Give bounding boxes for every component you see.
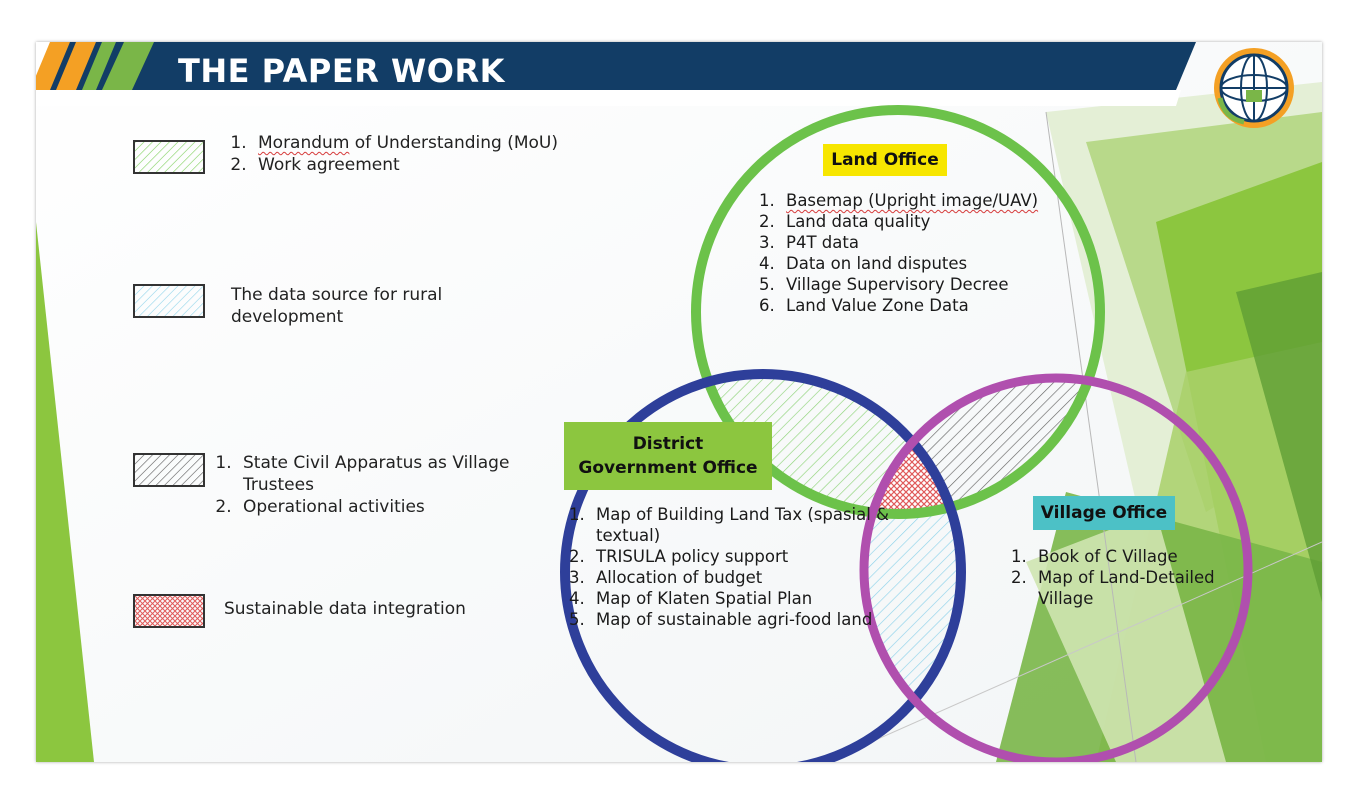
land-office-item-1-word: Basemap (Upright image/UAV) xyxy=(786,191,1039,210)
land-office-list: Basemap (Upright image/UAV) Land data qu… xyxy=(756,190,1086,316)
ministry-logo xyxy=(1214,48,1294,128)
green-hatch-swatch xyxy=(135,142,203,172)
land-office-item-6: Land Value Zone Data xyxy=(780,295,1086,316)
district-office-label-line-1: District xyxy=(632,434,704,454)
left-green-strip xyxy=(36,222,94,762)
legend-gray-item-2: Operational activities xyxy=(237,496,511,518)
legend-green-item-1-rest: of Understanding (MoU) xyxy=(349,133,558,153)
district-office-item-3: Allocation of budget xyxy=(590,567,896,588)
legend-text-blue: The data source for rural development xyxy=(231,285,443,327)
district-office-item-4: Map of Klaten Spatial Plan xyxy=(590,588,896,609)
district-office-label-line-2: Government Office xyxy=(578,458,758,478)
village-office-item-1: Book of C Village xyxy=(1032,546,1258,567)
legend-green-item-1: Morandum of Understanding (MoU) xyxy=(252,132,646,154)
red-crosshatch-swatch xyxy=(135,596,203,626)
legend-green-item-2: Work agreement xyxy=(252,154,646,176)
legend-swatch-red xyxy=(133,594,205,628)
land-office-item-2: Land data quality xyxy=(780,211,1086,232)
slide-title: THE PAPER WORK xyxy=(178,52,505,90)
district-office-label: District Government Office xyxy=(564,422,772,490)
legend-text-red: Sustainable data integration xyxy=(224,599,466,619)
legend-green-item-1-first-word: Morandum xyxy=(258,133,350,153)
land-office-item-1: Basemap (Upright image/UAV) xyxy=(780,190,1086,211)
gray-hatch-swatch xyxy=(135,455,203,485)
slide: THE PAPER WORK Morandum of Understanding… xyxy=(36,42,1322,762)
land-office-item-3: P4T data xyxy=(780,232,1086,253)
village-office-label: Village Office xyxy=(1033,496,1175,530)
district-office-item-5: Map of sustainable agri-food land xyxy=(590,609,896,630)
district-office-item-1: Map of Building Land Tax (spasial & text… xyxy=(590,504,896,546)
village-office-list: Book of C Village Map of Land-Detailed V… xyxy=(1008,546,1258,609)
header-band xyxy=(36,42,1196,90)
land-office-item-4: Data on land disputes xyxy=(780,253,1086,274)
legend-text-green: Morandum of Understanding (MoU) Work agr… xyxy=(226,132,646,176)
legend-swatch-blue xyxy=(133,284,205,318)
land-office-item-5: Village Supervisory Decree xyxy=(780,274,1086,295)
land-office-label: Land Office xyxy=(823,144,947,176)
legend-gray-item-1: State Civil Apparatus as Village Trustee… xyxy=(237,452,511,496)
district-office-item-2: TRISULA policy support xyxy=(590,546,896,567)
legend-text-gray: State Civil Apparatus as Village Trustee… xyxy=(211,452,511,518)
blue-hatch-swatch xyxy=(135,286,203,316)
legend-swatch-gray xyxy=(133,453,205,487)
village-office-item-2: Map of Land-Detailed Village xyxy=(1032,567,1258,609)
district-office-list: Map of Building Land Tax (spasial & text… xyxy=(566,504,896,630)
legend-swatch-green xyxy=(133,140,205,174)
